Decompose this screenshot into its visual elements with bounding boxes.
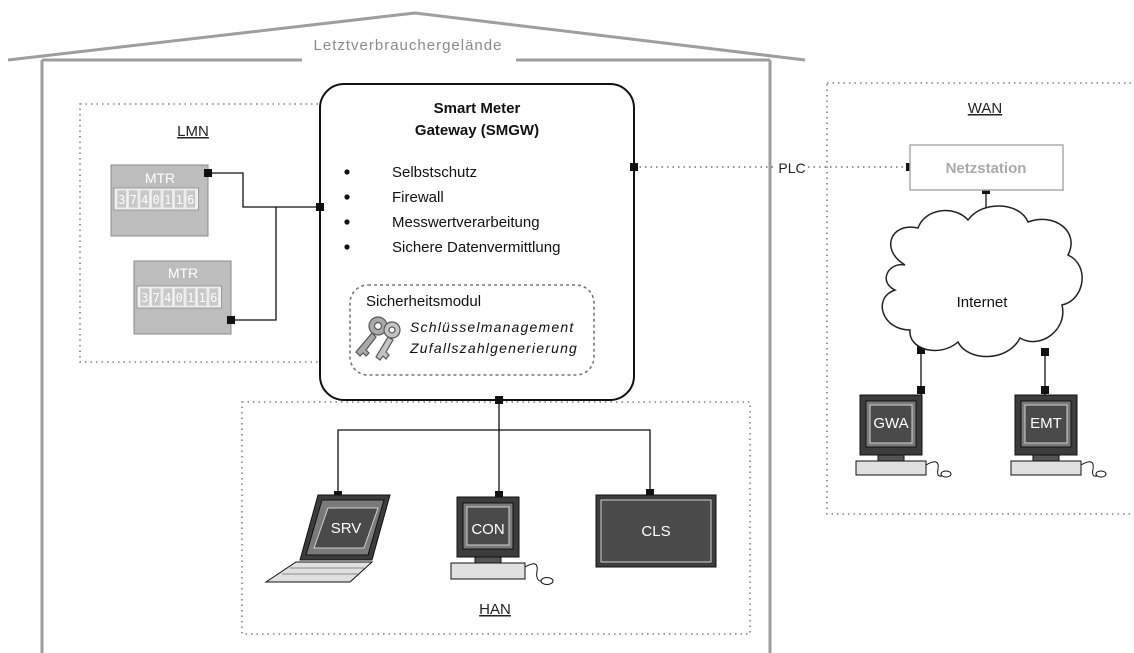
meter-digit-cell xyxy=(185,189,196,209)
cloud-icon xyxy=(881,205,1083,358)
meter-digit: 7 xyxy=(130,193,137,207)
con-label: CON xyxy=(471,521,504,538)
meter-digit-cell xyxy=(174,189,185,209)
meter-digit: 0 xyxy=(153,193,160,207)
wan-label: WAN xyxy=(968,100,1002,117)
smgw-title-line1: Smart Meter xyxy=(434,100,521,117)
security-item: Zufallszahlgenerierung xyxy=(409,340,578,356)
meter-digit-cell xyxy=(116,189,127,209)
security-item: Schlüsselmanagement xyxy=(410,319,574,335)
srv-laptop-icon xyxy=(264,494,391,583)
building-label: Letztverbrauchergelände xyxy=(314,37,503,54)
meter-digit: 1 xyxy=(187,291,194,305)
building-outline xyxy=(7,11,806,653)
feature-item: Messwertverarbeitung xyxy=(392,214,540,231)
meter-digit-cell xyxy=(151,189,162,209)
smgw-feature-list: Selbstschutz Firewall Messwertverarbeitu… xyxy=(344,164,560,256)
cls-display-icon xyxy=(595,494,717,568)
security-module-box xyxy=(349,284,595,376)
feature-item: Sichere Datenvermittlung xyxy=(392,239,560,256)
gwa-computer-icon xyxy=(855,394,952,478)
meter-digit: 1 xyxy=(164,193,171,207)
meter-digit-cell xyxy=(128,189,139,209)
meter-digit: 4 xyxy=(164,291,171,305)
meter-digit-cell xyxy=(208,287,219,307)
meter-digit-cell xyxy=(162,189,173,209)
meter-digit: 6 xyxy=(187,193,194,207)
meter-digit: 7 xyxy=(153,291,160,305)
building-label-bg xyxy=(300,30,518,58)
meter-digit-cell xyxy=(139,189,150,209)
meter-digit: 1 xyxy=(176,193,183,207)
emt-label: EMT xyxy=(1030,415,1062,432)
meter-digit: 3 xyxy=(118,193,125,207)
gwa-label: GWA xyxy=(873,415,908,432)
meter-digit: 6 xyxy=(210,291,217,305)
meter-digit-cell xyxy=(151,287,162,307)
meter-digit: 3 xyxy=(141,291,148,305)
meter-digit-cell xyxy=(139,287,150,307)
con-computer-icon xyxy=(450,496,554,585)
emt-computer-icon xyxy=(1010,394,1107,478)
wan-zone xyxy=(826,82,1134,515)
netzstation-box xyxy=(909,144,1064,191)
cloud-label: Internet xyxy=(957,294,1009,311)
srv-label: SRV xyxy=(331,520,362,537)
meter-1-label: MTR xyxy=(145,170,175,186)
plc-label: PLC xyxy=(778,160,805,176)
feature-item: Firewall xyxy=(392,189,444,206)
meter-digit-cell xyxy=(162,287,173,307)
key-icon xyxy=(355,316,401,361)
meter-digit: 4 xyxy=(141,193,148,207)
meter-2-label: MTR xyxy=(168,265,198,281)
smgw-title-line2: Gateway (SMGW) xyxy=(415,122,539,139)
meter-digit-cell xyxy=(185,287,196,307)
feature-item: Selbstschutz xyxy=(392,164,477,181)
meter-digit-cell xyxy=(174,287,185,307)
cls-label: CLS xyxy=(641,523,670,540)
smgw-box xyxy=(319,83,635,401)
meter-digit-cell xyxy=(197,287,208,307)
lmn-label: LMN xyxy=(177,123,209,140)
han-label: HAN xyxy=(479,601,511,618)
meter-digit: 1 xyxy=(199,291,206,305)
security-module-title: Sicherheitsmodul xyxy=(366,293,481,310)
netzstation-label: Netzstation xyxy=(946,160,1027,177)
meter-digit: 0 xyxy=(176,291,183,305)
